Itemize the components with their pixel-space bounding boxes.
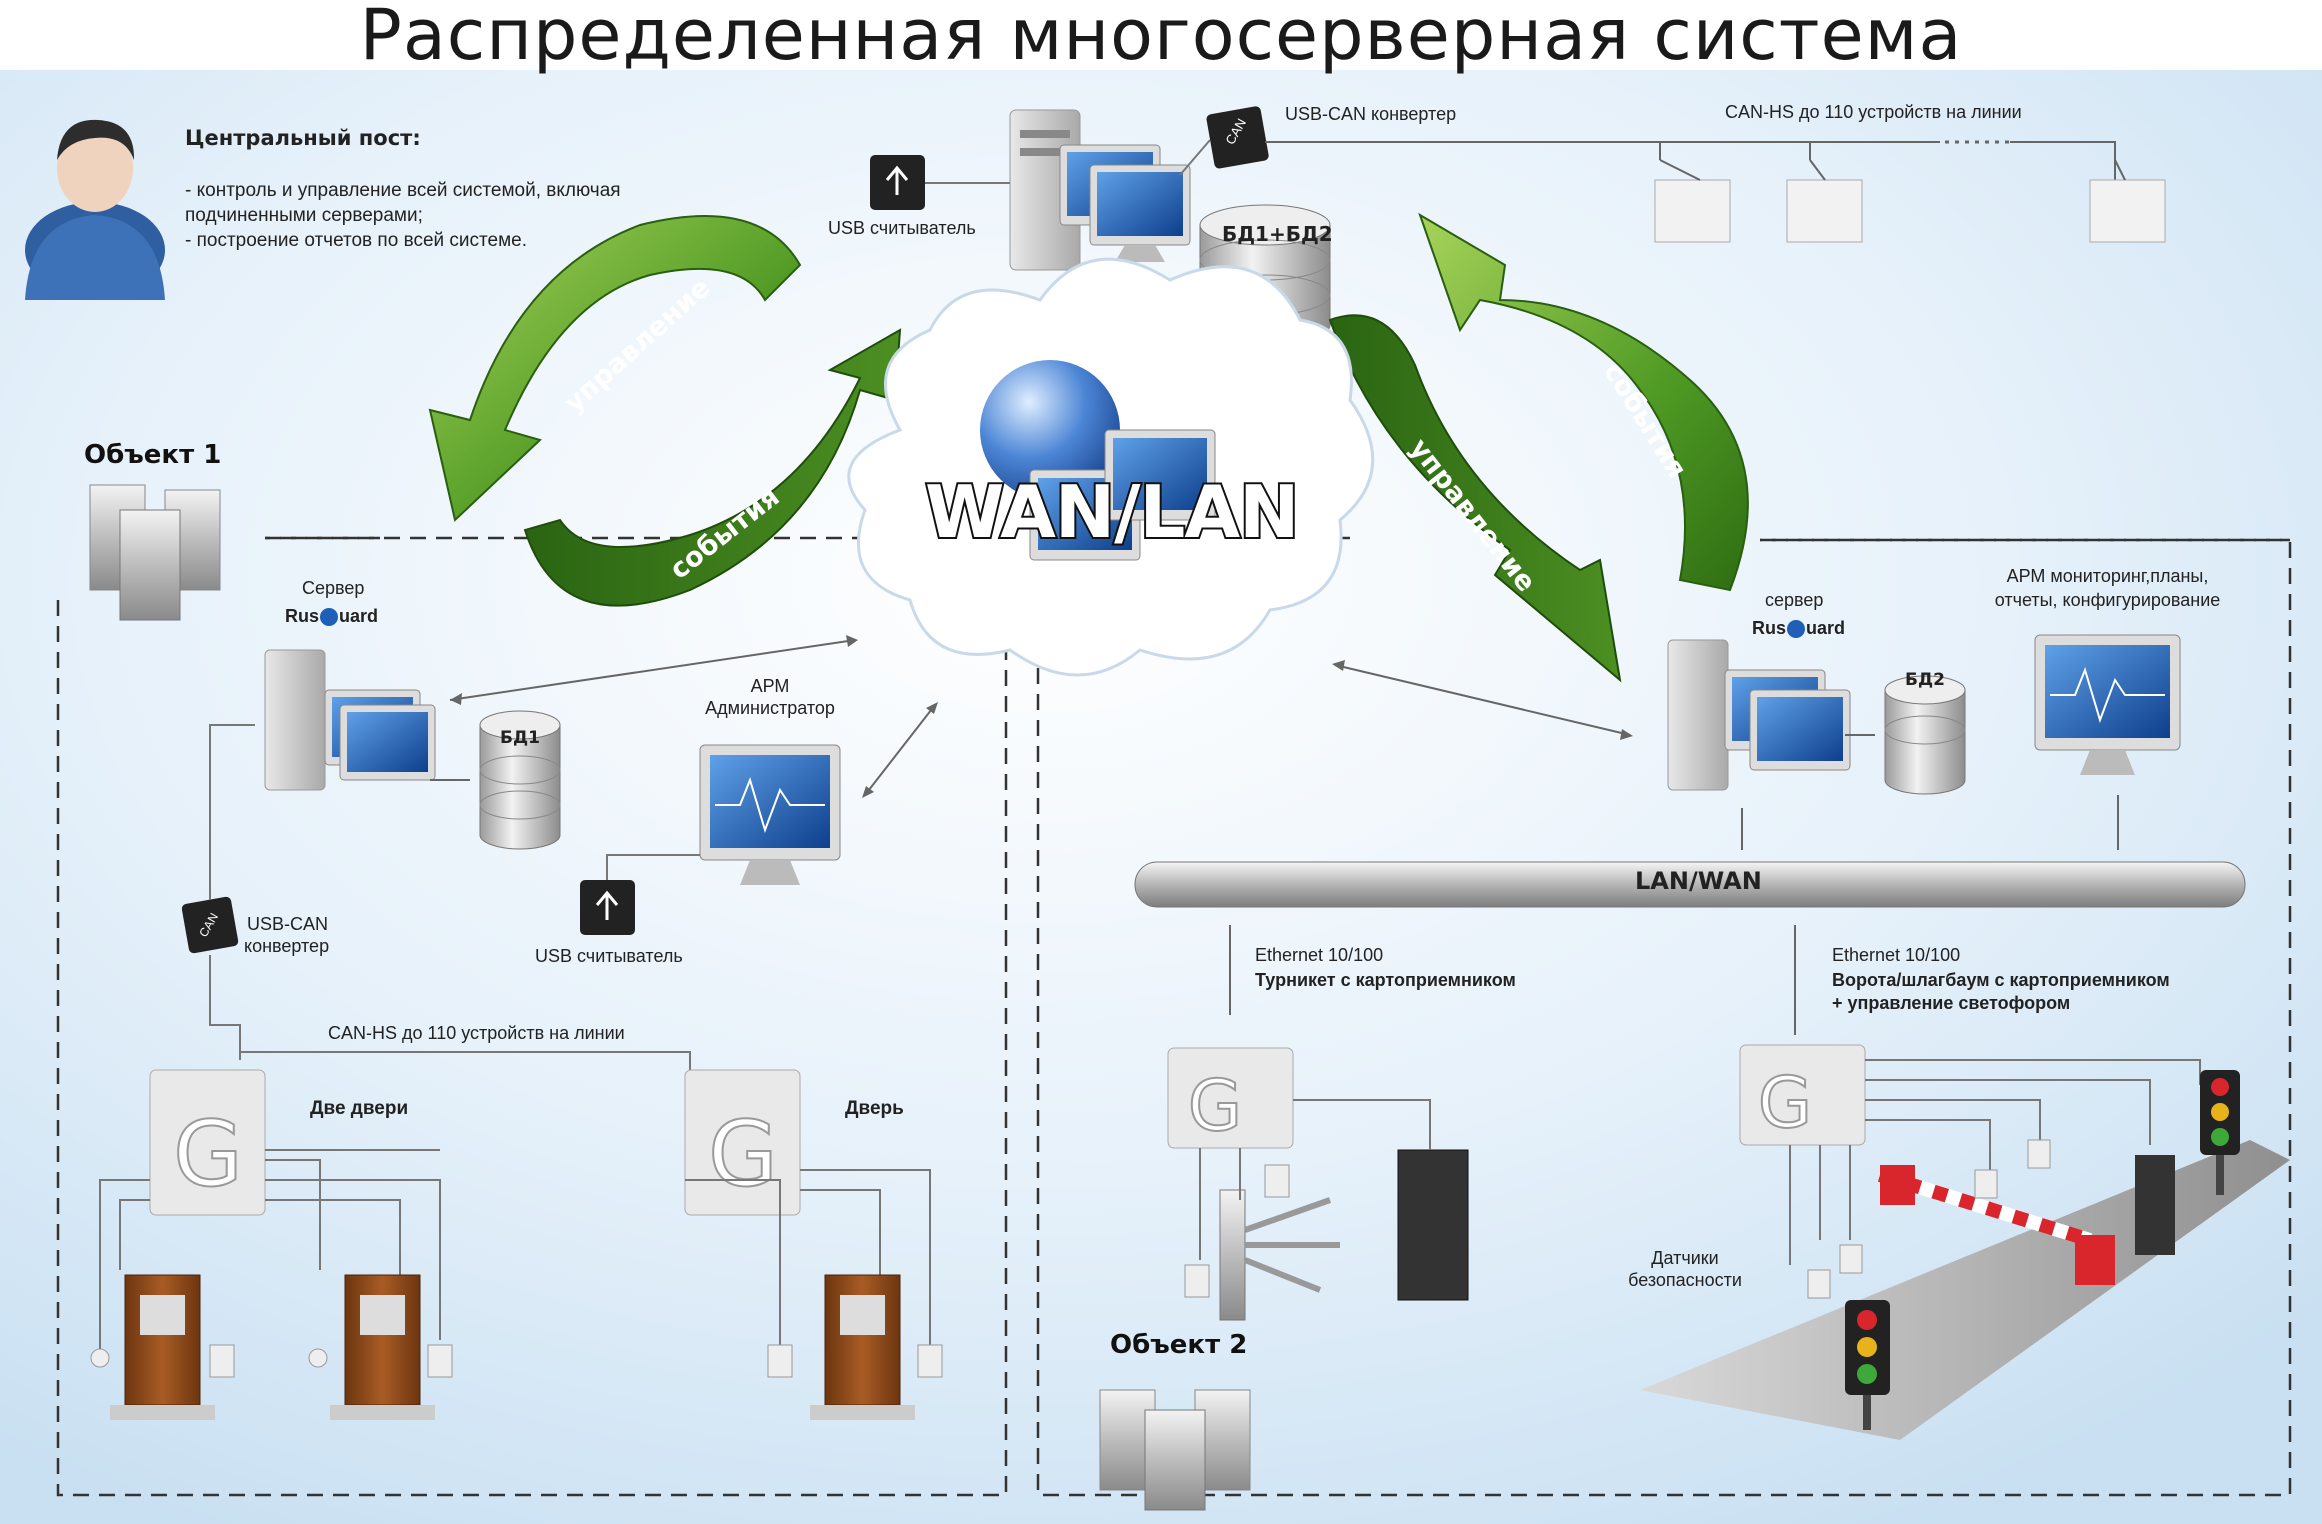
gate-card-reader	[2135, 1155, 2175, 1255]
object1-controller-2: G	[684, 1069, 801, 1216]
object2-arm-icon	[2034, 634, 2181, 775]
turnstile-label: Турникет с картоприемником	[1255, 970, 1516, 990]
object1-server-icon	[264, 649, 436, 791]
central-post-heading: Центральный пост:	[185, 126, 421, 150]
svg-text:G: G	[708, 1102, 778, 1207]
card-reader-post	[1397, 1149, 1469, 1301]
barrier-icon	[1877, 1165, 2115, 1285]
sensors-label-line1: Датчики	[1651, 1248, 1719, 1268]
top-can-hs-label: CAN-HS до 110 устройств на линии	[1725, 102, 2022, 122]
object1-usb-can-icon	[181, 896, 239, 954]
turnstile-controller: G	[1167, 1047, 1294, 1149]
object1-controller-1: G	[149, 1069, 266, 1216]
object2-arm-line2: отчеты, конфигурирование	[1994, 590, 2221, 610]
door-1	[110, 1274, 215, 1420]
object1-arm-icon	[699, 744, 841, 885]
object1-usb-can-line1: USB-CAN	[247, 914, 329, 934]
object1-door-label: Дверь	[845, 1098, 904, 1119]
lan-wan-bus-label: LAN/WAN	[1635, 867, 1762, 895]
object2-heading: Объект 2	[1110, 1330, 1248, 1360]
object2-server-icon	[1667, 639, 1851, 791]
object2-db-label: БД2	[1905, 670, 1945, 690]
wan-lan-label: WAN/LAN	[923, 468, 1301, 556]
object1-db-label: БД1	[500, 728, 540, 748]
road	[1640, 1140, 2290, 1440]
object1-heading: Объект 1	[84, 440, 222, 470]
gate-label-line2: + управление светофором	[1832, 993, 2071, 1013]
gate-controller: G	[1739, 1044, 1866, 1146]
central-server-icon	[1009, 109, 1191, 271]
object1-building-icon	[89, 484, 221, 621]
left-control-arrow	[428, 215, 802, 522]
right-events-arrow	[1418, 212, 1749, 592]
top-db-label: БД1+БД2	[1222, 222, 1333, 246]
sensors-label-line2: безопасности	[1628, 1270, 1742, 1290]
turnstile-ethernet-label: Ethernet 10/100	[1255, 945, 1384, 965]
top-can-device-3	[2089, 179, 2166, 243]
top-usb-can-icon	[1179, 106, 1269, 176]
svg-text:G: G	[1188, 1065, 1242, 1147]
object1-server-label: Сервер	[302, 578, 365, 598]
object2-server-label: сервер	[1765, 590, 1824, 610]
right-control-arrow	[1328, 314, 1622, 683]
page-title: Распределенная многосерверная система	[359, 0, 1963, 76]
object2-db-icon	[1884, 675, 1966, 795]
gate-label-line1: Ворота/шлагбаум с картоприемником	[1832, 970, 2170, 990]
svg-text:G: G	[173, 1102, 243, 1207]
traffic-light-2	[1845, 1300, 1890, 1430]
object1-two-doors-label: Две двери	[310, 1098, 409, 1119]
object1-usb-reader-label: USB считыватель	[535, 946, 683, 966]
object2-building-icon	[1099, 1389, 1251, 1511]
central-post-line-2: - построение отчетов по всей системе.	[185, 230, 527, 251]
door-2	[330, 1274, 435, 1420]
top-can-device-2	[1786, 179, 1863, 243]
gate-ethernet-label: Ethernet 10/100	[1832, 945, 1961, 965]
object1-arm-line1: АРМ	[750, 676, 790, 696]
top-usb-reader-label: USB считыватель	[828, 218, 976, 238]
object1-can-hs-label: CAN-HS до 110 устройств на линии	[328, 1023, 625, 1043]
left-events-arrow	[523, 328, 902, 607]
svg-text:G: G	[1758, 1062, 1812, 1144]
operator-icon	[25, 119, 165, 300]
top-can-device-1	[1654, 179, 1731, 243]
wan-lan-cloud	[847, 257, 1375, 677]
traffic-light-1	[2200, 1070, 2240, 1195]
top-usb-reader-icon	[870, 155, 1010, 210]
object2-arm-line1: АРМ мониторинг,планы,	[2006, 566, 2209, 586]
object1-db-icon	[479, 710, 561, 850]
top-usb-can-label: USB-CAN конвертер	[1285, 104, 1457, 124]
central-post-line-1: - контроль и управление всей системой, в…	[185, 180, 621, 226]
object1-arm-line2: Администратор	[705, 698, 835, 718]
turnstile-icon	[1219, 1189, 1340, 1321]
lan-wan-bus	[1134, 861, 2246, 908]
object1-usb-can-line2: конвертер	[244, 936, 330, 956]
door-3	[810, 1274, 915, 1420]
object1-usb-reader-icon	[580, 854, 700, 935]
